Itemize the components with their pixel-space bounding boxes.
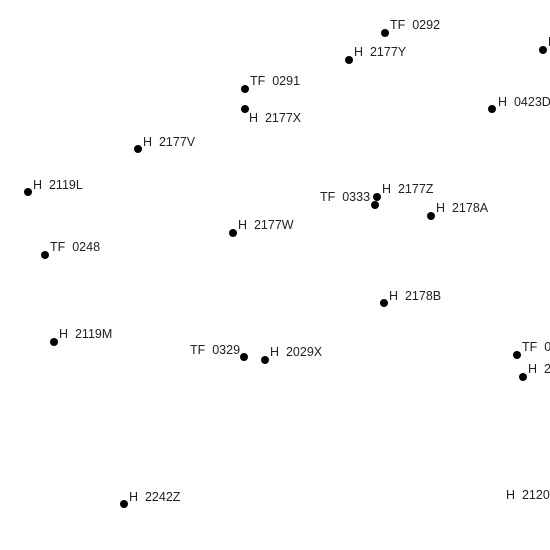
point-marker[interactable] xyxy=(241,85,249,93)
point-label: TF 0292 xyxy=(390,18,441,32)
point-marker[interactable] xyxy=(241,105,249,113)
point-marker[interactable] xyxy=(371,201,379,209)
point-marker[interactable] xyxy=(24,188,32,196)
point-label: H 2177Y xyxy=(354,45,407,59)
point-label: H 2242Z xyxy=(129,490,181,504)
point-label: H 2029X xyxy=(270,345,323,359)
point-marker[interactable] xyxy=(41,251,49,259)
point-marker[interactable] xyxy=(539,46,547,54)
point-marker[interactable] xyxy=(229,229,237,237)
point-label: TF 0329 xyxy=(190,343,241,357)
point-label: H 2119L xyxy=(33,178,83,192)
point-marker[interactable] xyxy=(50,338,58,346)
point-marker[interactable] xyxy=(373,193,381,201)
point-label: H 2177Z xyxy=(382,182,434,196)
point-marker[interactable] xyxy=(120,500,128,508)
point-marker[interactable] xyxy=(488,105,496,113)
point-label: H 2119M xyxy=(59,327,113,341)
point-label: H 2178B xyxy=(389,289,442,303)
point-label: H 2177X xyxy=(249,111,302,125)
point-marker[interactable] xyxy=(380,299,388,307)
point-marker[interactable] xyxy=(513,351,521,359)
point-label: H 2 xyxy=(528,362,550,376)
point-marker[interactable] xyxy=(134,145,142,153)
point-label: TF 0248 xyxy=(50,240,101,254)
point-label: H 2120 xyxy=(506,488,550,502)
point-marker[interactable] xyxy=(261,356,269,364)
point-label: H 2177V xyxy=(143,135,196,149)
point-label: H 0423D xyxy=(498,95,550,109)
point-marker[interactable] xyxy=(381,29,389,37)
point-label: TF 0 xyxy=(522,340,550,354)
point-marker[interactable] xyxy=(240,353,248,361)
point-marker[interactable] xyxy=(427,212,435,220)
point-label: H 2177W xyxy=(238,218,294,232)
point-label: H 2178A xyxy=(436,201,489,215)
point-label: TF 0291 xyxy=(250,74,301,88)
point-label: TF 0333 xyxy=(320,190,371,204)
point-marker[interactable] xyxy=(519,373,527,381)
point-label: H xyxy=(548,35,550,49)
point-marker[interactable] xyxy=(345,56,353,64)
